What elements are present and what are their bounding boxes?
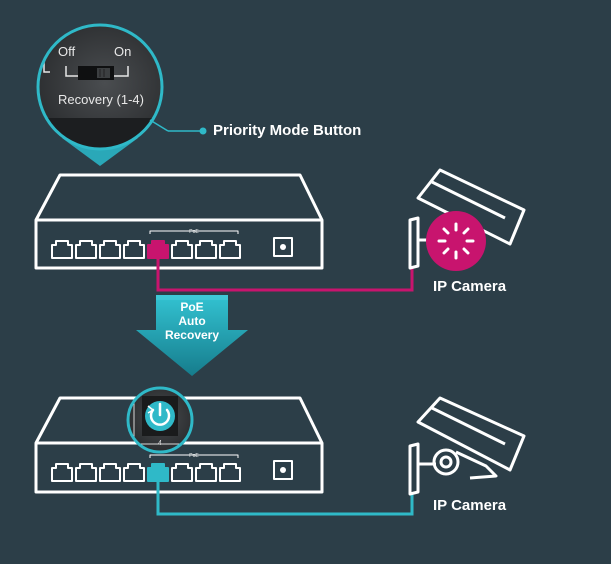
bottom-poe-group-label: PoE [189, 453, 199, 459]
top-switch [34, 173, 324, 270]
arrow-label: PoE Auto Recovery [157, 300, 227, 342]
bottom-cable [156, 481, 414, 516]
bottom-switch-ports [51, 463, 241, 482]
top-switch-ports [51, 240, 241, 259]
priority-mode-callout [36, 23, 207, 166]
dip-switch-on-label: On [114, 44, 132, 59]
recovery-button-callout: 4 [126, 386, 194, 454]
bottom-ip-camera-icon [408, 396, 526, 496]
top-poe-group-label: PoE [189, 229, 199, 235]
top-camera-label: IP Camera [433, 278, 507, 295]
arrow-label-line1: PoE [180, 300, 204, 314]
dip-switch-recovery-label: Recovery (1-4) [58, 92, 144, 107]
power-restart-icon [145, 401, 175, 431]
port-number-label: 4 [158, 440, 162, 447]
top-cable [156, 258, 414, 292]
down-arrow-icon [136, 295, 248, 376]
bottom-camera-label: IP Camera [433, 497, 507, 514]
arrow-label-line2: Auto [178, 314, 206, 328]
priority-mode-title: Priority Mode Button [213, 122, 362, 139]
arrow-label-line3: Recovery [164, 328, 220, 342]
dip-switch-off-label: Off [58, 44, 76, 59]
loading-spinner-icon [426, 211, 486, 271]
